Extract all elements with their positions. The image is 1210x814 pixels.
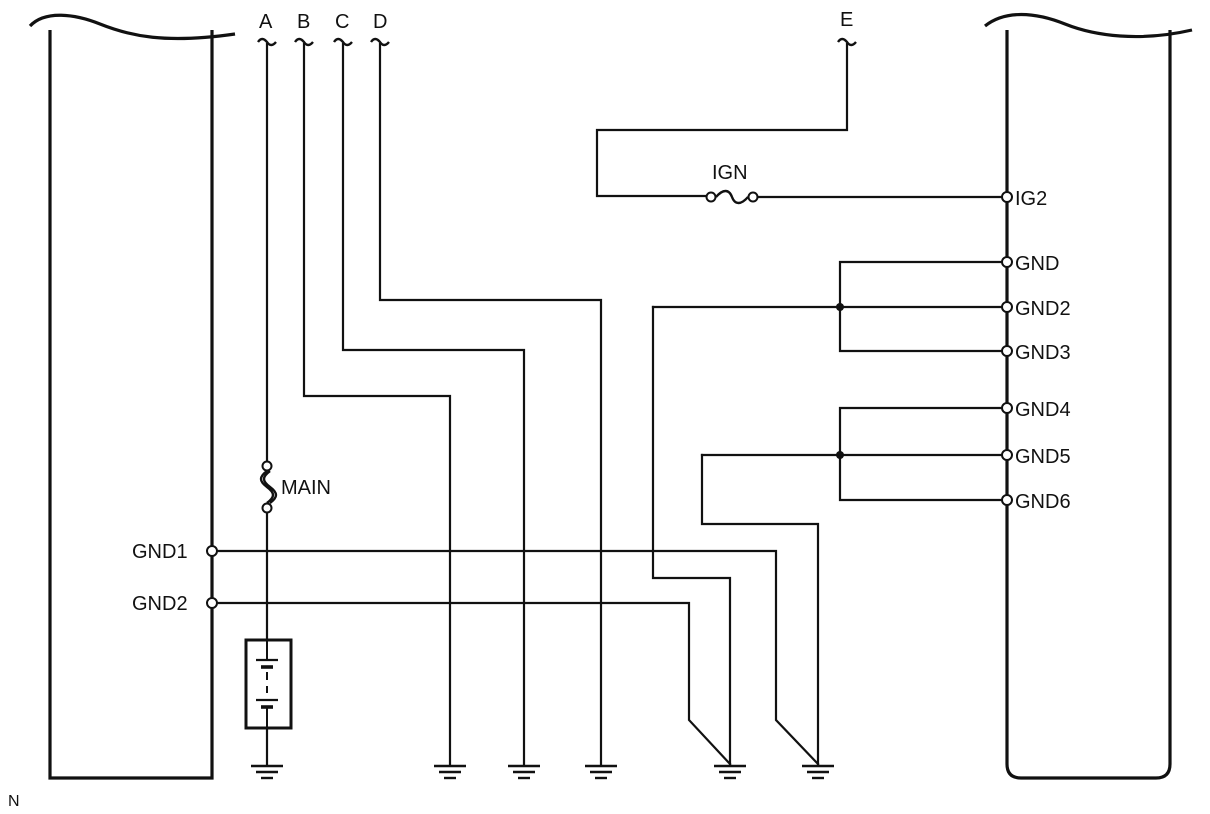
ground-symbol [585,764,617,780]
gnd2-wire [215,601,732,766]
right-terminal-gnd4: GND4 [1015,399,1071,421]
wire-e [595,42,849,198]
ground-symbol [714,764,746,780]
ground-symbol [508,764,540,780]
right-terminal-gnd6: GND6 [1015,491,1071,513]
ground-group-2 [700,406,1006,766]
right-component [984,12,1193,780]
right-terminal-gnd5: GND5 [1015,446,1071,468]
battery [244,638,293,730]
ground-symbol [802,764,834,780]
ground-symbol [434,764,466,780]
right-terminal-gnd3: GND3 [1015,342,1071,364]
wire-break-symbols [257,37,857,47]
wire-d [378,42,603,766]
wire-b [302,42,452,766]
wire-label-e: E [840,9,853,31]
ground-symbols [251,764,834,780]
ign-fuse [705,189,759,205]
ground-symbol [251,764,283,780]
ign-fuse-label: IGN [712,162,748,184]
main-fuse [259,460,278,514]
wire-label-a: A [259,11,273,33]
wire-label-c: C [335,11,349,33]
terminals [206,191,1013,609]
gnd1-wire [215,549,820,766]
left-terminal-gnd1: GND1 [132,541,188,563]
ground-group-1 [651,260,1006,766]
left-terminal-gnd2: GND2 [132,593,188,615]
wire-c [341,42,526,766]
wire-label-d: D [373,11,387,33]
corner-mark: N [8,793,20,810]
right-terminal-gnd2: GND2 [1015,298,1071,320]
right-terminal-ig2: IG2 [1015,188,1047,210]
right-terminal-gnd: GND [1015,253,1059,275]
left-component [28,13,236,780]
wire-label-b: B [297,11,310,33]
main-fuse-label: MAIN [281,477,331,499]
